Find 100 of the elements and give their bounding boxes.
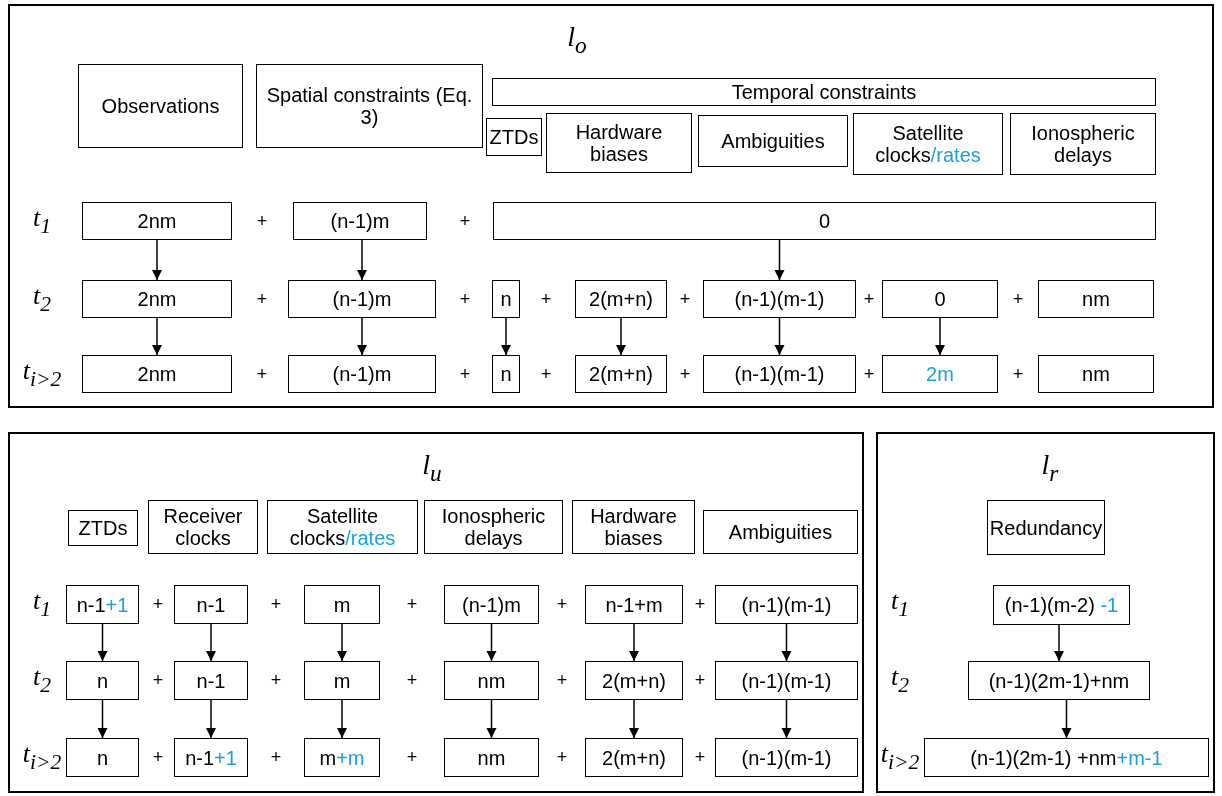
header-box: [703, 510, 858, 554]
term-box: [82, 202, 232, 240]
header-text: Hardware biases: [574, 121, 664, 165]
term-text: m: [333, 669, 351, 692]
header-box: [987, 500, 1105, 555]
plus-operator: +: [270, 593, 282, 615]
term-box: [66, 661, 139, 700]
term-box: [444, 585, 539, 624]
term-text: 2nm: [137, 210, 177, 232]
header-text: Spatial constraints (Eq. 3): [265, 84, 474, 128]
header-box: [78, 64, 243, 148]
header-box: [546, 113, 692, 173]
term-text: 2(m+n): [589, 363, 653, 385]
term-text: n-1+1: [185, 746, 237, 769]
header-text: Receiver clocks: [162, 505, 244, 549]
term-box: [585, 738, 683, 777]
arrow: [205, 623, 217, 662]
term-text: (n-1)m: [332, 288, 392, 310]
header-text: Observations: [101, 95, 220, 117]
term-box: [492, 355, 520, 393]
term-box: [444, 661, 539, 700]
term-box: [993, 585, 1130, 625]
term-box: [304, 661, 380, 700]
plus-operator: +: [256, 288, 268, 310]
term-box: [585, 661, 683, 700]
term-box: [82, 280, 232, 318]
term-text: (n-1)(m-1): [734, 363, 825, 385]
term-box: [492, 280, 520, 318]
header-text: ZTDs: [489, 126, 539, 148]
plus-operator: +: [540, 288, 552, 310]
plus-operator: +: [152, 593, 164, 615]
row-label: t$_{2}$: [890, 662, 910, 698]
header-text: Satellite clocks/rates: [874, 122, 982, 166]
plus-operator: +: [556, 746, 568, 768]
plus-operator: +: [256, 210, 268, 232]
term-box: [968, 661, 1150, 700]
arrow: [336, 699, 348, 739]
term-box: [715, 738, 858, 777]
header-text: ZTDs: [78, 517, 128, 539]
term-box: [715, 661, 858, 700]
header-box: [68, 510, 138, 546]
plus-operator: +: [152, 746, 164, 768]
term-box: [1038, 355, 1154, 393]
term-text: 2(m+n): [602, 669, 666, 692]
term-box: [715, 585, 858, 624]
plus-operator: +: [406, 593, 418, 615]
plus-operator: +: [1012, 363, 1024, 385]
panel: [876, 432, 1215, 793]
term-text: (n-1)(m-1): [741, 669, 832, 692]
header-box: [698, 115, 848, 167]
row-label: t$_{1}$: [890, 586, 910, 622]
header-box: [267, 500, 418, 554]
row-label: t$_{1}$: [32, 586, 52, 622]
plus-operator: +: [459, 210, 471, 232]
plus-operator: +: [863, 288, 875, 310]
term-text: n: [96, 746, 109, 769]
arrow: [97, 699, 108, 739]
term-box: [66, 585, 139, 624]
arrow: [774, 239, 785, 281]
header-text: Hardware biases: [589, 505, 678, 549]
term-text: n-1+1: [76, 593, 129, 616]
plus-operator: +: [406, 669, 418, 691]
term-text: (n-1)(m-2) -1: [1004, 594, 1119, 616]
arrow: [151, 239, 163, 281]
arrow: [615, 317, 627, 356]
header-box: [256, 64, 483, 148]
term-text: (n-1)(m-1): [741, 593, 832, 616]
header-text: Temporal constraints: [731, 81, 917, 103]
term-text: nm: [477, 669, 506, 692]
term-text: (n-1)m: [332, 363, 392, 385]
term-text: (n-1)(2m-1) +nm+m-1: [970, 746, 1163, 769]
term-box: [703, 355, 856, 393]
plus-operator: +: [556, 669, 568, 691]
plus-operator: +: [694, 746, 706, 768]
arrow: [486, 623, 497, 662]
term-text: 2(m+n): [602, 746, 666, 769]
header-text: Ionospheric delays: [1030, 122, 1136, 166]
term-text: m: [333, 593, 351, 616]
header-box: [148, 500, 258, 554]
term-text: (n-1)m: [462, 593, 521, 616]
row-label: t$_{2}$: [32, 281, 52, 317]
plus-operator: +: [256, 363, 268, 385]
plus-operator: +: [459, 363, 471, 385]
term-box: [293, 202, 427, 240]
term-box: [575, 355, 667, 393]
plus-operator: +: [556, 593, 568, 615]
plus-operator: +: [863, 363, 875, 385]
row-label: t$_{i>2}$: [880, 739, 920, 775]
arrow: [774, 317, 785, 356]
term-text: n: [500, 288, 512, 310]
term-box: [66, 738, 139, 777]
plus-operator: +: [270, 669, 282, 691]
term-text: (n-1)(2m-1)+nm: [988, 669, 1130, 692]
term-text: 2(m+n): [589, 288, 653, 310]
term-text: nm: [1082, 288, 1110, 310]
header-box: [424, 500, 563, 554]
term-text: 2nm: [137, 288, 177, 310]
header-text: Redundancy: [989, 516, 1103, 539]
term-box: [703, 280, 856, 318]
plus-operator: +: [152, 669, 164, 691]
